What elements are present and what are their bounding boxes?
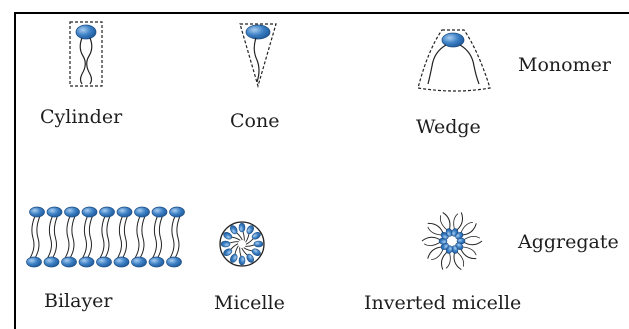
bilayer-tail xyxy=(70,216,75,258)
bilayer-head xyxy=(117,207,132,217)
bilayer-head xyxy=(132,257,147,267)
bilayer-head xyxy=(79,257,94,267)
wedge-label: Wedge xyxy=(416,118,481,137)
bilayer-head xyxy=(62,257,77,267)
bilayer-tail xyxy=(83,216,88,258)
micelle-label: Micelle xyxy=(214,294,285,313)
wedge-monomer xyxy=(418,30,490,91)
bilayer-tail xyxy=(65,216,70,258)
monomer-label: Monomer xyxy=(518,56,611,75)
micelle-aggregate xyxy=(220,222,264,266)
bilayer-head xyxy=(170,207,185,217)
bilayer-tail xyxy=(100,216,105,258)
bilayer-tail xyxy=(88,216,93,258)
bilayer-tail xyxy=(48,216,53,258)
bilayer-tail xyxy=(140,216,145,258)
bilayer-tail xyxy=(153,216,158,258)
bilayer-tail xyxy=(30,216,35,258)
micelle-head xyxy=(221,241,230,247)
cylinder-label: Cylinder xyxy=(40,108,122,127)
bilayer-label: Bilayer xyxy=(44,292,113,311)
bilayer-head xyxy=(30,207,45,217)
aggregate-label: Aggregate xyxy=(518,233,619,252)
bilayer-head xyxy=(47,207,62,217)
cone-label: Cone xyxy=(230,112,279,131)
micelle-head xyxy=(254,241,263,247)
micelle-head xyxy=(239,256,245,265)
cylinder-monomer xyxy=(70,22,102,86)
bilayer-tail xyxy=(35,216,40,258)
micelle-head xyxy=(239,223,245,232)
bilayer-tail xyxy=(105,216,110,258)
bilayer-head xyxy=(44,257,59,267)
bilayer-head xyxy=(167,257,182,267)
inverted-micelle-label: Inverted micelle xyxy=(364,294,521,313)
bilayer-head xyxy=(82,207,97,217)
bilayer-head xyxy=(97,257,112,267)
bilayer-head xyxy=(152,207,167,217)
bilayer-aggregate xyxy=(27,207,185,267)
bilayer-tail xyxy=(175,216,180,258)
bilayer-tail xyxy=(158,216,163,258)
bilayer-tail xyxy=(118,216,123,258)
bilayer-head xyxy=(100,207,115,217)
bilayer-tail xyxy=(123,216,128,258)
bilayer-head xyxy=(149,257,164,267)
bilayer-head xyxy=(135,207,150,217)
inverted-micelle-aggregate xyxy=(422,212,482,269)
bilayer-head xyxy=(114,257,129,267)
bilayer-tail xyxy=(53,216,58,258)
bilayer-head xyxy=(27,257,42,267)
cone-monomer xyxy=(240,24,276,86)
bilayer-tail xyxy=(170,216,175,258)
bilayer-tail xyxy=(135,216,140,258)
bilayer-head xyxy=(65,207,80,217)
